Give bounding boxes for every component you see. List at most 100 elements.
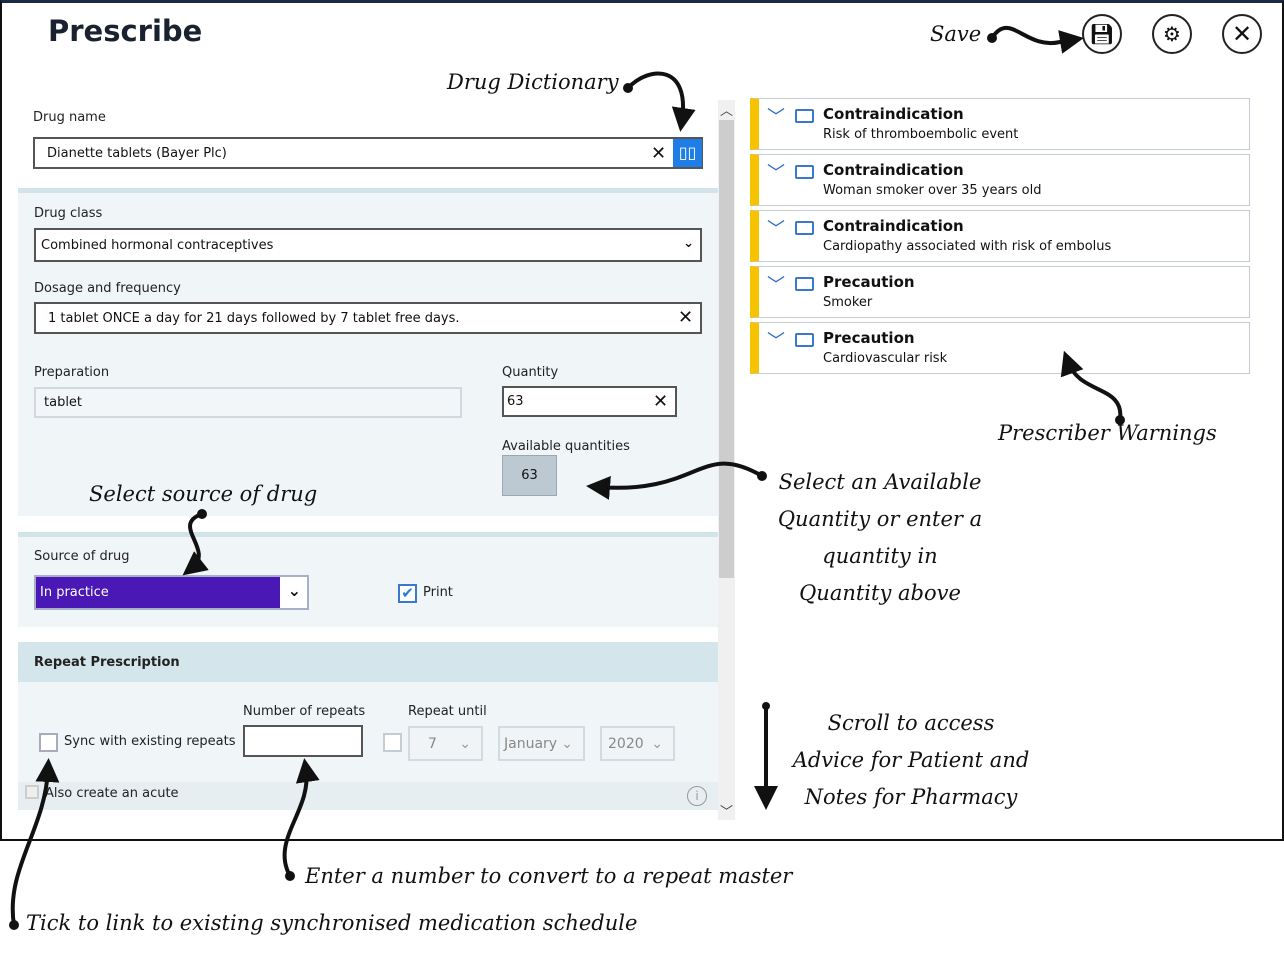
quantity-input[interactable]: 63 bbox=[502, 386, 677, 417]
annotation-drug-dictionary: Drug Dictionary bbox=[447, 70, 619, 94]
annotation-line: Notes for Pharmacy bbox=[804, 785, 1018, 809]
id-card-icon bbox=[795, 109, 814, 123]
source-value: In practice bbox=[36, 577, 280, 608]
chevron-down-icon: ⌄ bbox=[287, 581, 301, 600]
source-select[interactable]: In practice ⌄ bbox=[34, 575, 309, 610]
chevron-down-icon[interactable]: ﹀ bbox=[767, 163, 785, 184]
repeat-title: Repeat Prescription bbox=[34, 655, 180, 670]
warning-type: Contraindication bbox=[823, 105, 964, 123]
repeat-month-select[interactable]: January⌄ bbox=[498, 726, 585, 761]
warning-text: Risk of thromboembolic event bbox=[823, 127, 1019, 142]
arrow-repeats bbox=[282, 758, 320, 877]
source-label: Source of drug bbox=[34, 549, 130, 564]
clear-quantity-icon[interactable]: ✕ bbox=[653, 391, 669, 412]
sync-label: Sync with existing repeats bbox=[64, 734, 236, 749]
day-value: 7 bbox=[428, 735, 437, 752]
chevron-down-icon: ⌄ bbox=[651, 735, 663, 752]
preparation-value: tablet bbox=[44, 395, 83, 410]
book-icon: ▯▯ bbox=[678, 143, 697, 162]
sync-checkbox[interactable] bbox=[39, 733, 58, 752]
annotation-line: Quantity above bbox=[799, 581, 961, 605]
chevron-down-icon[interactable]: ﹀ bbox=[767, 331, 785, 352]
dosage-label: Dosage and frequency bbox=[34, 281, 181, 296]
annotation-line: Advice for Patient and bbox=[792, 748, 1030, 772]
close-icon: ✕ bbox=[1231, 20, 1253, 48]
page-title: Prescribe bbox=[48, 14, 203, 48]
preparation-label: Preparation bbox=[34, 365, 110, 380]
arrow-available bbox=[586, 461, 764, 500]
repeat-day-select[interactable]: 7⌄ bbox=[408, 726, 483, 761]
arrow-warnings bbox=[1060, 350, 1123, 421]
print-checkbox[interactable]: ✔ bbox=[398, 584, 417, 603]
warning-text: Woman smoker over 35 years old bbox=[823, 183, 1042, 198]
number-of-repeats-input[interactable] bbox=[243, 725, 363, 757]
scroll-up-icon[interactable]: ︿ bbox=[719, 104, 733, 119]
warning-type: Contraindication bbox=[823, 161, 964, 179]
available-quantities-label: Available quantities bbox=[502, 439, 630, 454]
close-button[interactable]: ✕ bbox=[1222, 14, 1262, 54]
quantity-label: Quantity bbox=[502, 365, 559, 380]
annotation-scroll: Scroll to access Advice for Patient and … bbox=[780, 705, 1042, 816]
settings-button[interactable]: ⚙ bbox=[1152, 14, 1192, 54]
dosage-value: 1 tablet ONCE a day for 21 days followed… bbox=[48, 310, 460, 326]
info-icon[interactable]: i bbox=[687, 786, 707, 806]
warning-text: Smoker bbox=[823, 295, 873, 310]
quantity-value: 63 bbox=[507, 394, 524, 409]
annotation-sync: Tick to link to existing synchronised me… bbox=[26, 911, 638, 935]
available-quantity-button[interactable]: 63 bbox=[502, 455, 557, 496]
arrow-sync bbox=[10, 758, 60, 926]
id-card-icon bbox=[795, 333, 814, 347]
acute-row bbox=[18, 782, 718, 810]
drug-class-value: Combined hormonal contraceptives bbox=[41, 237, 274, 253]
drug-name-value: Dianette tablets (Bayer Plc) bbox=[47, 145, 227, 161]
warning-type: Precaution bbox=[823, 329, 915, 347]
dosage-input[interactable]: 1 tablet ONCE a day for 21 days followed… bbox=[34, 302, 702, 334]
gear-icon: ⚙ bbox=[1163, 22, 1181, 46]
annotation-save: Save bbox=[930, 22, 982, 46]
chevron-down-icon: ⌄ bbox=[459, 735, 471, 752]
warning-text: Cardiopathy associated with risk of embo… bbox=[823, 239, 1112, 254]
acute-checkbox[interactable] bbox=[25, 785, 39, 799]
arrow-save bbox=[990, 25, 1084, 54]
id-card-icon bbox=[795, 277, 814, 291]
number-of-repeats-label: Number of repeats bbox=[243, 704, 366, 719]
annotation-line: Scroll to access bbox=[827, 711, 995, 735]
warning-type: Precaution bbox=[823, 273, 915, 291]
scroll-down-icon[interactable]: ﹀ bbox=[719, 805, 733, 820]
repeat-year-select[interactable]: 2020 ⌄ bbox=[600, 726, 675, 761]
arrow-source bbox=[182, 512, 209, 576]
annotation-source: Select source of drug bbox=[89, 482, 318, 506]
year-value: 2020 bbox=[608, 735, 644, 752]
repeat-until-checkbox[interactable] bbox=[383, 733, 402, 752]
drug-name-input[interactable]: Dianette tablets (Bayer Plc) bbox=[33, 137, 703, 169]
arrow-dictionary bbox=[626, 71, 696, 132]
warning-type: Contraindication bbox=[823, 217, 964, 235]
preparation-field: tablet bbox=[34, 387, 462, 418]
annotation-available: Select an Available Quantity or enter a … bbox=[760, 464, 1000, 612]
repeat-header bbox=[18, 642, 718, 682]
drug-dictionary-button[interactable]: ▯▯ bbox=[673, 139, 702, 167]
chevron-down-icon[interactable]: ﹀ bbox=[767, 275, 785, 296]
chevron-down-icon: ⌄ bbox=[683, 236, 694, 251]
id-card-icon bbox=[795, 165, 814, 179]
clear-dosage-icon[interactable]: ✕ bbox=[678, 307, 694, 328]
chevron-down-icon[interactable]: ﹀ bbox=[767, 219, 785, 240]
drug-name-label: Drug name bbox=[33, 110, 106, 125]
chevron-down-icon[interactable]: ﹀ bbox=[767, 107, 785, 128]
drug-class-label: Drug class bbox=[34, 206, 103, 221]
chevron-down-icon: ⌄ bbox=[561, 735, 573, 752]
drug-class-select[interactable]: Combined hormonal contraceptives ⌄ bbox=[34, 228, 702, 262]
save-icon: 💾︎ bbox=[1089, 22, 1115, 46]
repeat-until-label: Repeat until bbox=[408, 704, 487, 719]
annotation-line: Select an Available bbox=[778, 470, 982, 494]
acute-label: Also create an acute bbox=[45, 786, 179, 801]
month-value: January bbox=[504, 735, 558, 752]
clear-drug-name-icon[interactable]: ✕ bbox=[651, 143, 667, 164]
id-card-icon bbox=[795, 221, 814, 235]
